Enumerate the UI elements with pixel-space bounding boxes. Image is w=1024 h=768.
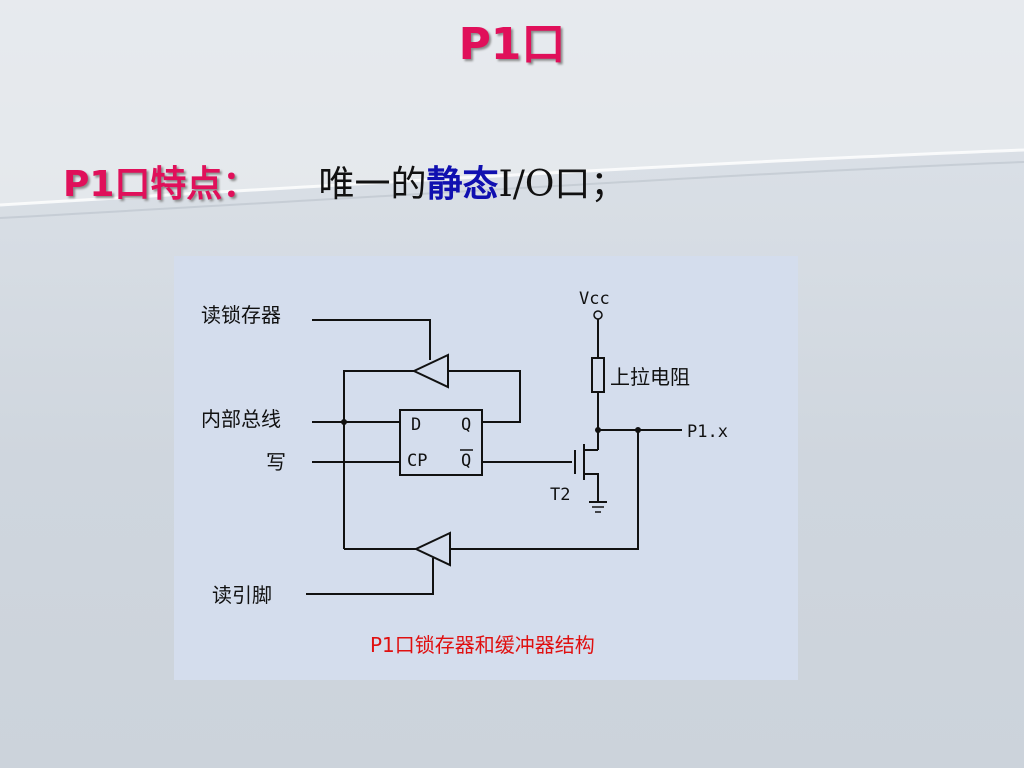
wire-q-feedback xyxy=(448,370,521,423)
label-write: 写 xyxy=(266,450,286,474)
ff-qbar-label: Q xyxy=(461,451,471,471)
feature-label: P1口特点： xyxy=(63,164,259,205)
vcc-terminal xyxy=(593,310,603,320)
feature-desc-after: I/O口； xyxy=(498,164,627,205)
label-output-pin: P1.x xyxy=(687,422,728,442)
ff-d-label: D xyxy=(411,415,421,435)
circuit-diagram-panel: 读锁存器 内部总线 写 读引脚 上拉电阻 Vcc P1.x T2 D Q CP … xyxy=(174,256,798,680)
circuit-diagram: 读锁存器 内部总线 写 读引脚 上拉电阻 Vcc P1.x T2 D Q CP … xyxy=(201,289,728,657)
pullup-resistor xyxy=(591,357,605,393)
ff-cp-label: CP xyxy=(407,451,427,471)
wire-pin-feedback xyxy=(450,430,639,550)
label-transistor: T2 xyxy=(550,485,570,505)
wire-read-pin-enable xyxy=(306,558,434,595)
label-read-pin: 读引脚 xyxy=(212,583,272,607)
d-flip-flop xyxy=(399,409,483,476)
label-pullup-resistor: 上拉电阻 xyxy=(610,365,690,389)
slide-title: P1口 xyxy=(458,19,566,70)
label-read-latch: 读锁存器 xyxy=(201,303,281,327)
ff-q-label: Q xyxy=(461,415,471,435)
feature-desc-before: 唯一的 xyxy=(318,164,427,205)
label-vcc: Vcc xyxy=(579,289,610,309)
read-pin-buffer-triangle xyxy=(413,531,451,567)
wire-read-latch xyxy=(312,319,431,360)
feature-highlight: 静态 xyxy=(426,164,499,205)
wire-latch-buffer-out xyxy=(343,370,414,422)
diagram-caption: P1口锁存器和缓冲器结构 xyxy=(370,633,595,657)
transistor-source xyxy=(584,473,599,502)
label-internal-bus: 内部总线 xyxy=(201,407,281,431)
feature-line: P1口特点： 唯一的静态I/O口； xyxy=(63,155,626,207)
